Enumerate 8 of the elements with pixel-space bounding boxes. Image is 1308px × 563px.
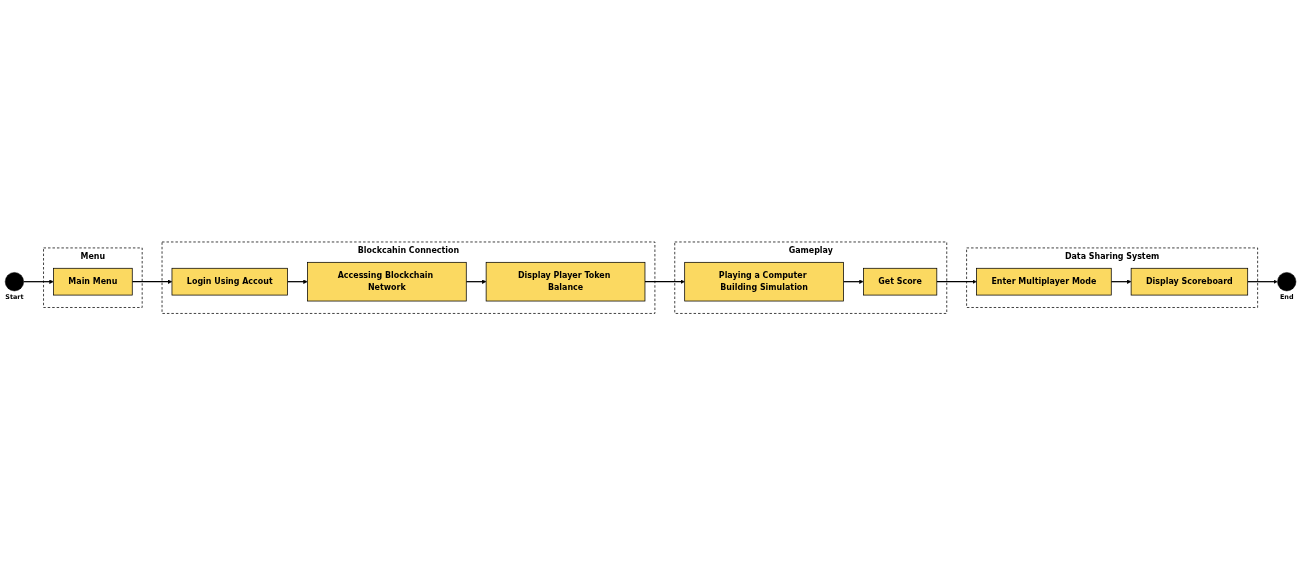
node-circle bbox=[1277, 271, 1297, 291]
arrow bbox=[1110, 279, 1132, 284]
arrow bbox=[936, 279, 977, 284]
arrow bbox=[1247, 279, 1278, 284]
arrow bbox=[23, 279, 54, 284]
node-circle bbox=[4, 271, 24, 291]
arrow bbox=[131, 279, 173, 284]
arrow bbox=[644, 279, 685, 284]
